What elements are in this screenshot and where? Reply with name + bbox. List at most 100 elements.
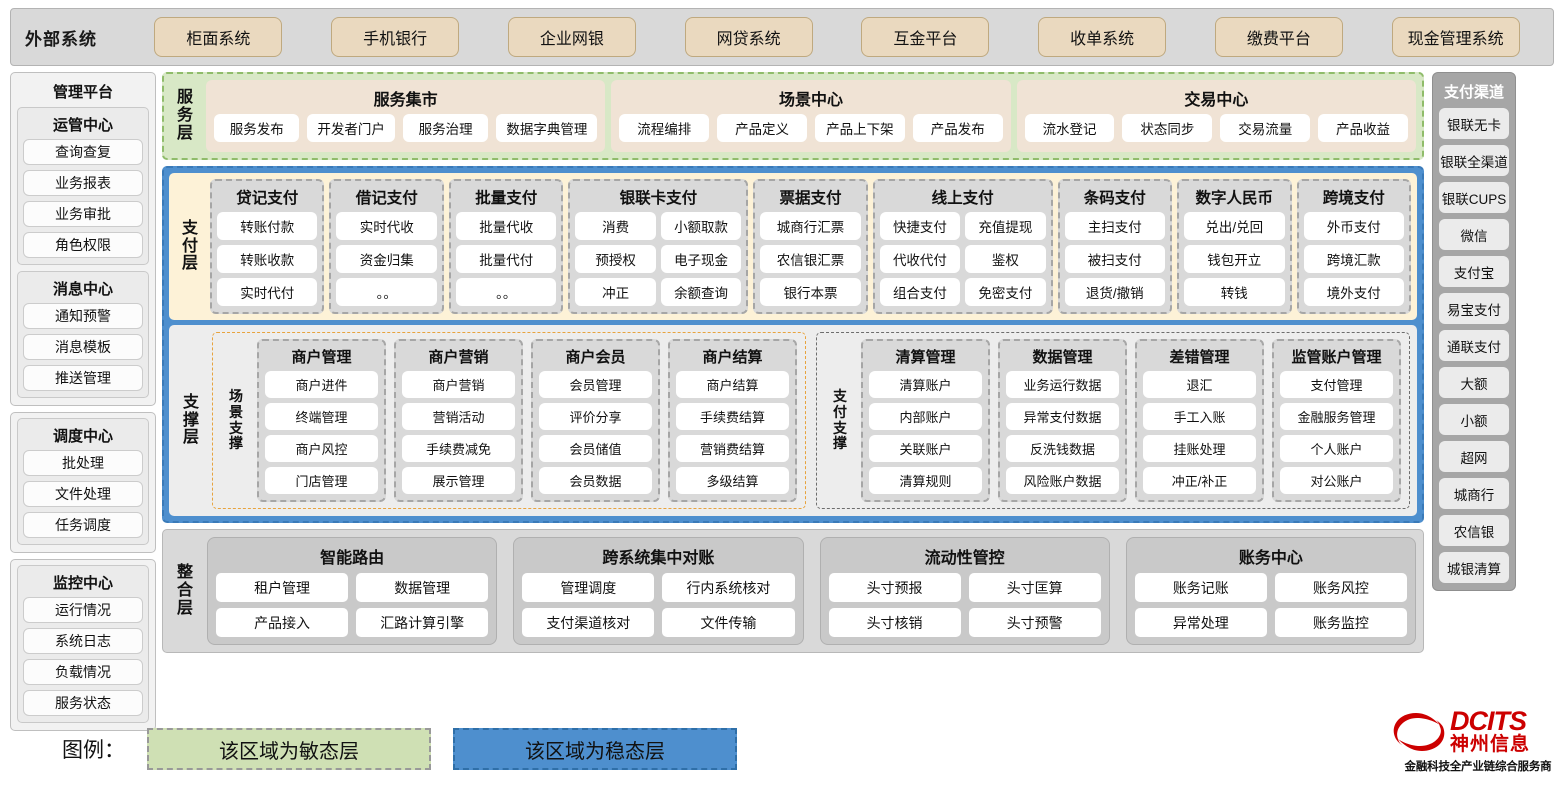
support-chip-清算账户[interactable]: 清算账户 [869,371,982,398]
management-item-系统日志[interactable]: 系统日志 [23,628,143,654]
payment-chip-转钱[interactable]: 转钱 [1184,278,1285,306]
management-item-批处理[interactable]: 批处理 [23,450,143,476]
payment-chip-转账收款[interactable]: 转账收款 [217,245,318,273]
integration-chip-支付渠道核对[interactable]: 支付渠道核对 [522,608,655,637]
management-item-通知预警[interactable]: 通知预警 [23,303,143,329]
support-chip-退汇[interactable]: 退汇 [1143,371,1256,398]
channel-item-大额[interactable]: 大额 [1439,367,1509,398]
payment-chip-。。[interactable]: 。。 [455,278,557,306]
support-chip-营销活动[interactable]: 营销活动 [402,403,515,430]
support-chip-内部账户[interactable]: 内部账户 [869,403,982,430]
payment-chip-兑出/兑回[interactable]: 兑出/兑回 [1184,212,1285,240]
management-item-业务报表[interactable]: 业务报表 [23,170,143,196]
support-chip-多级结算[interactable]: 多级结算 [676,467,789,494]
payment-chip-预授权[interactable]: 预授权 [575,245,656,273]
payment-chip-境外支付[interactable]: 境外支付 [1303,278,1404,306]
management-item-文件处理[interactable]: 文件处理 [23,481,143,507]
channel-item-银联无卡[interactable]: 银联无卡 [1439,108,1509,139]
payment-chip-快捷支付[interactable]: 快捷支付 [879,212,961,240]
service-chip-交易流量[interactable]: 交易流量 [1220,114,1311,142]
support-chip-业务运行数据[interactable]: 业务运行数据 [1006,371,1119,398]
payment-chip-鉴权[interactable]: 鉴权 [965,245,1046,273]
management-item-查询查复[interactable]: 查询查复 [23,139,143,165]
payment-chip-资金归集[interactable]: 资金归集 [336,245,437,273]
payment-chip-电子现金[interactable]: 电子现金 [660,245,742,273]
support-chip-手工入账[interactable]: 手工入账 [1143,403,1256,430]
service-chip-状态同步[interactable]: 状态同步 [1122,114,1213,142]
payment-chip-批量代付[interactable]: 批量代付 [455,245,557,273]
external-system-chip-6[interactable]: 缴费平台 [1214,17,1343,57]
integration-chip-汇路计算引擎[interactable]: 汇路计算引擎 [356,608,489,637]
service-chip-服务治理[interactable]: 服务治理 [402,114,489,142]
support-chip-异常支付数据[interactable]: 异常支付数据 [1006,403,1119,430]
support-chip-终端管理[interactable]: 终端管理 [265,403,378,430]
payment-chip-钱包开立[interactable]: 钱包开立 [1184,245,1285,273]
payment-chip-实时代付[interactable]: 实时代付 [217,278,318,306]
support-chip-评价分享[interactable]: 评价分享 [539,403,652,430]
external-system-chip-3[interactable]: 网贷系统 [684,17,813,57]
integration-chip-头寸核销[interactable]: 头寸核销 [828,608,961,637]
channel-item-城银清算[interactable]: 城银清算 [1439,552,1509,583]
support-chip-关联账户[interactable]: 关联账户 [869,435,982,462]
service-chip-产品发布[interactable]: 产品发布 [912,114,1003,142]
payment-chip-外币支付[interactable]: 外币支付 [1303,212,1404,240]
external-system-chip-1[interactable]: 手机银行 [331,17,460,57]
integration-chip-头寸预警[interactable]: 头寸预警 [968,608,1101,637]
payment-chip-转账付款[interactable]: 转账付款 [217,212,318,240]
integration-chip-租户管理[interactable]: 租户管理 [216,573,349,602]
integration-chip-文件传输[interactable]: 文件传输 [662,608,795,637]
payment-chip-消费[interactable]: 消费 [575,212,656,240]
external-system-chip-0[interactable]: 柜面系统 [154,17,283,57]
support-chip-商户进件[interactable]: 商户进件 [265,371,378,398]
channel-item-超网[interactable]: 超网 [1439,441,1509,472]
management-item-负载情况[interactable]: 负载情况 [23,659,143,685]
channel-item-农信银[interactable]: 农信银 [1439,515,1509,546]
channel-item-通联支付[interactable]: 通联支付 [1439,330,1509,361]
payment-chip-跨境汇款[interactable]: 跨境汇款 [1303,245,1404,273]
service-chip-产品定义[interactable]: 产品定义 [717,114,807,142]
external-system-chip-4[interactable]: 互金平台 [861,17,990,57]
channel-item-城商行[interactable]: 城商行 [1439,478,1509,509]
support-chip-对公账户[interactable]: 对公账户 [1280,467,1393,494]
service-chip-数据字典管理[interactable]: 数据字典管理 [496,114,598,142]
payment-chip-退货/撤销[interactable]: 退货/撤销 [1064,278,1166,306]
support-chip-营销费结算[interactable]: 营销费结算 [676,435,789,462]
channel-item-银联CUPS[interactable]: 银联CUPS [1439,182,1509,213]
support-chip-挂账处理[interactable]: 挂账处理 [1143,435,1256,462]
payment-chip-被扫支付[interactable]: 被扫支付 [1064,245,1166,273]
support-chip-冲正/补正[interactable]: 冲正/补正 [1143,467,1256,494]
service-chip-流程编排[interactable]: 流程编排 [619,114,710,142]
external-system-chip-2[interactable]: 企业网银 [507,17,636,57]
support-chip-会员储值[interactable]: 会员储值 [539,435,652,462]
payment-chip-实时代收[interactable]: 实时代收 [336,212,437,240]
payment-chip-组合支付[interactable]: 组合支付 [879,278,961,306]
management-item-消息模板[interactable]: 消息模板 [23,334,143,360]
integration-chip-数据管理[interactable]: 数据管理 [356,573,489,602]
support-chip-门店管理[interactable]: 门店管理 [265,467,378,494]
payment-chip-小额取款[interactable]: 小额取款 [660,212,742,240]
service-chip-开发者门户[interactable]: 开发者门户 [307,114,395,142]
support-chip-支付管理[interactable]: 支付管理 [1280,371,1393,398]
payment-chip-银行本票[interactable]: 银行本票 [760,278,861,306]
support-chip-清算规则[interactable]: 清算规则 [869,467,982,494]
support-chip-展示管理[interactable]: 展示管理 [402,467,515,494]
service-chip-流水登记[interactable]: 流水登记 [1024,114,1115,142]
payment-chip-批量代收[interactable]: 批量代收 [455,212,557,240]
payment-chip-充值提现[interactable]: 充值提现 [965,212,1046,240]
integration-chip-异常处理[interactable]: 异常处理 [1134,608,1267,637]
channel-item-支付宝[interactable]: 支付宝 [1439,256,1509,287]
support-chip-金融服务管理[interactable]: 金融服务管理 [1280,403,1393,430]
integration-chip-产品接入[interactable]: 产品接入 [216,608,349,637]
service-chip-产品收益[interactable]: 产品收益 [1318,114,1408,142]
payment-chip-免密支付[interactable]: 免密支付 [965,278,1046,306]
integration-chip-头寸预报[interactable]: 头寸预报 [828,573,961,602]
management-item-任务调度[interactable]: 任务调度 [23,512,143,538]
external-system-chip-7[interactable]: 现金管理系统 [1391,17,1520,57]
management-item-运行情况[interactable]: 运行情况 [23,597,143,623]
support-chip-商户风控[interactable]: 商户风控 [265,435,378,462]
external-system-chip-5[interactable]: 收单系统 [1038,17,1167,57]
integration-chip-头寸匡算[interactable]: 头寸匡算 [968,573,1101,602]
support-chip-手续费结算[interactable]: 手续费结算 [676,403,789,430]
management-item-角色权限[interactable]: 角色权限 [23,232,143,258]
support-chip-会员数据[interactable]: 会员数据 [539,467,652,494]
